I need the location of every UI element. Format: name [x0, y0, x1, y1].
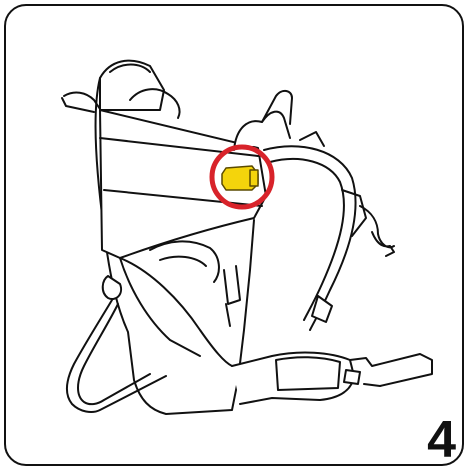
canopy-panel	[99, 109, 267, 367]
kickstand	[66, 275, 167, 413]
side-padding	[149, 90, 293, 283]
highlight-circle	[209, 144, 275, 210]
front-strap	[223, 265, 241, 327]
step-number: 4	[427, 411, 456, 469]
buckle-icon	[221, 165, 259, 191]
hip-belt	[231, 351, 433, 405]
shoulder-strap	[263, 131, 395, 331]
